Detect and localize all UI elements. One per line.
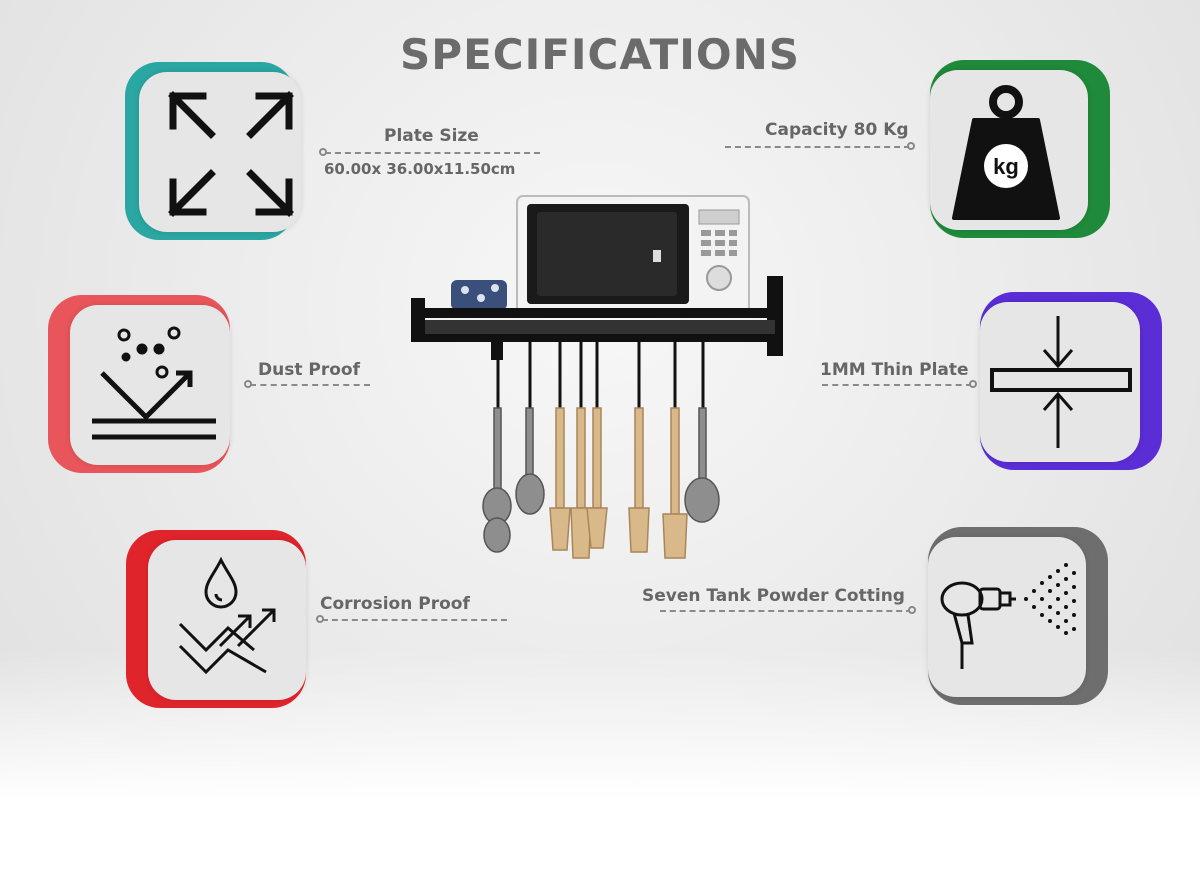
spray-gun-icon [940,563,1076,669]
thin-plate-dot [969,380,977,388]
corrosion-proof-label: Corrosion Proof [320,594,470,614]
capacity-label: Capacity 80 Kg [765,120,909,140]
thin-plate-connector [822,384,972,386]
powder-coating-card [928,527,1108,705]
plate-size-card [125,62,301,240]
dust-proof-label: Dust Proof [258,360,360,380]
powder-coating-connector [660,610,912,612]
corrosion-proof-card [126,530,306,708]
expand-arrows-icon [168,91,294,217]
hanging-utensils [482,342,720,559]
microwave [516,195,750,315]
capacity-dot [907,142,915,150]
thin-plate-card [980,292,1162,470]
water-drop-corrosion-icon [178,556,276,675]
powder-coating-dot [908,606,916,614]
dust-proof-dot [244,380,252,388]
dust-proof-card [48,295,230,473]
plate-size-dot [319,148,327,156]
kg-text: kg [993,154,1019,179]
plate-size-connector [325,152,540,154]
plate-size-value: 60.00x 36.00x11.50cm [324,160,516,178]
microwave-rack-product-image [411,195,783,559]
capacity-card: kg [930,60,1110,238]
page-title: SPECIFICATIONS [400,30,800,79]
thin-plate-label: 1MM Thin Plate [820,360,969,380]
plate-size-label: Plate Size [384,126,479,146]
corrosion-proof-dot [316,615,324,623]
wall-rack [411,276,783,360]
dust-proof-connector [250,384,370,386]
dust-proof-icon [92,326,216,440]
capacity-connector [725,146,910,148]
corrosion-proof-connector [322,619,507,621]
powder-coating-label: Seven Tank Powder Cotting [642,586,905,606]
thin-plate-icon [990,316,1132,448]
kg-weight-icon: kg [952,85,1060,220]
